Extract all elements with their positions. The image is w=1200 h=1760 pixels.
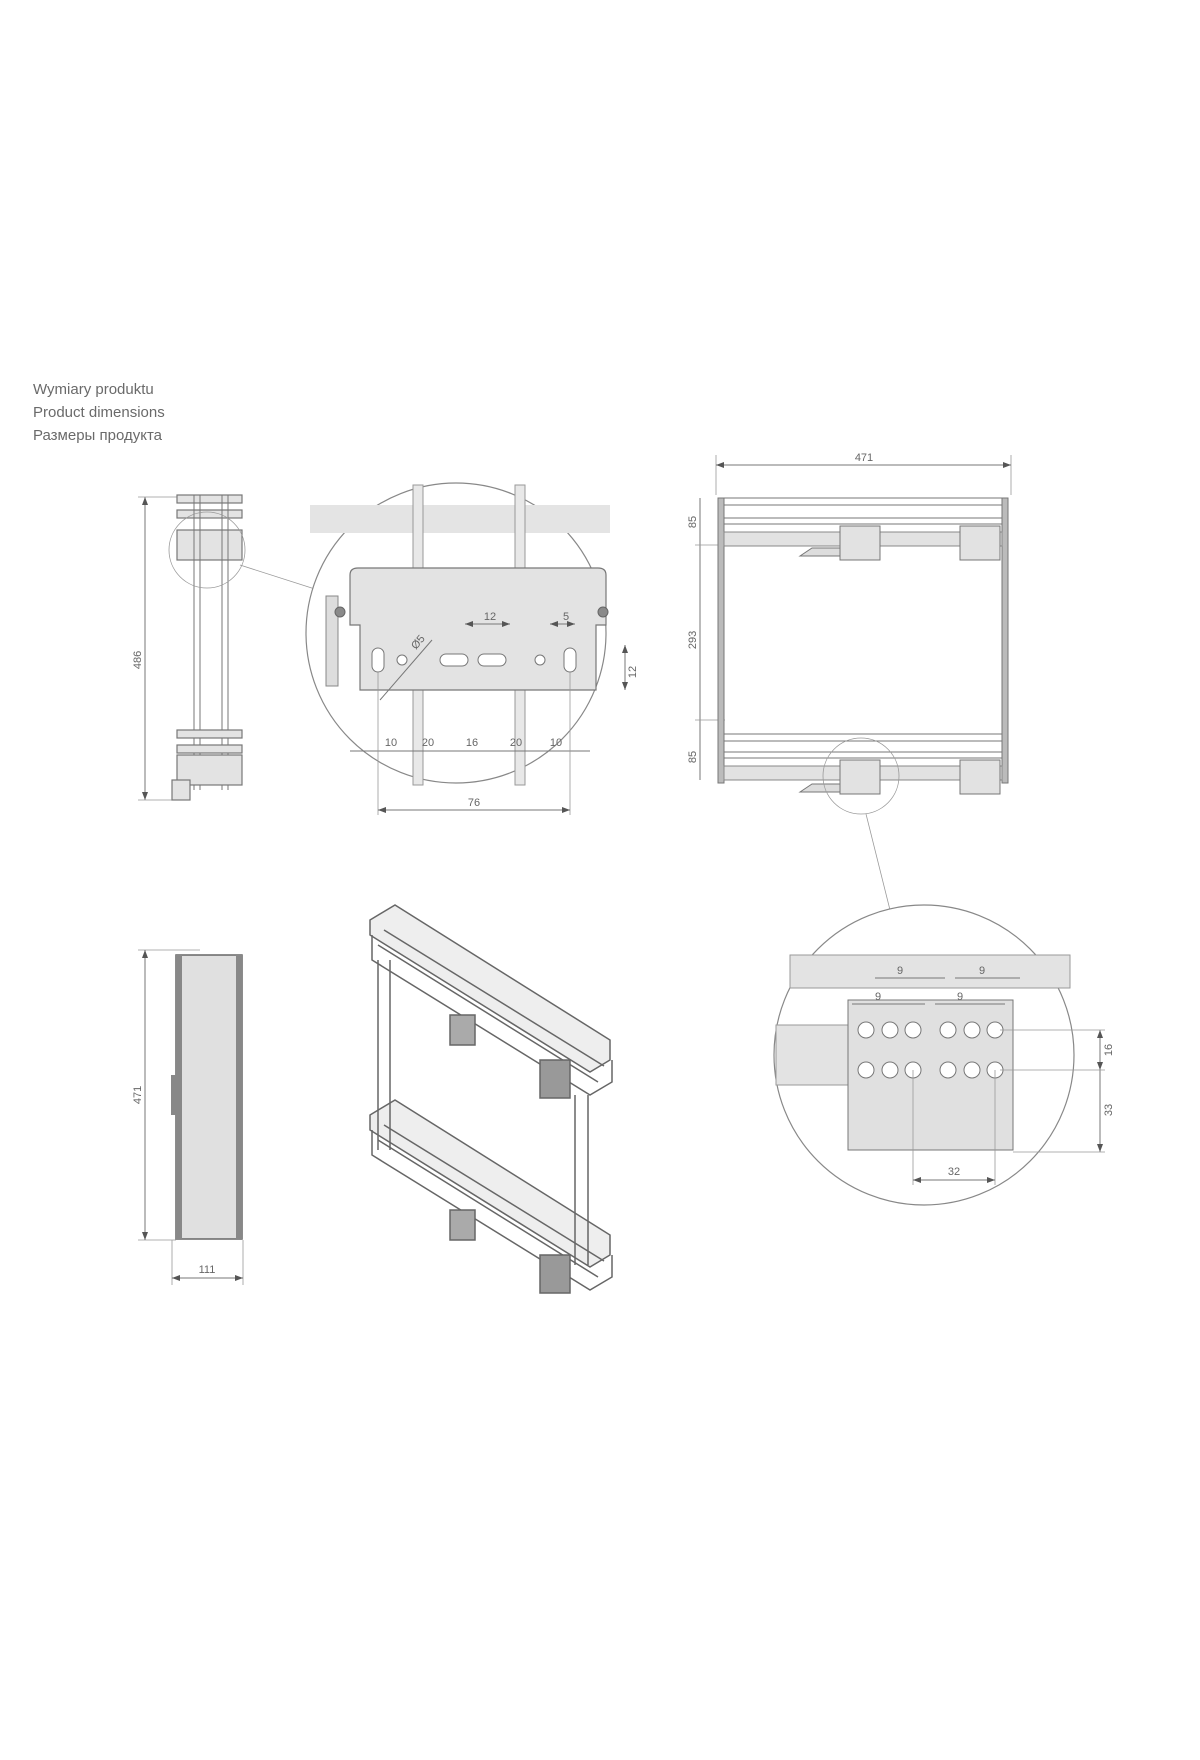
top-width-label: 471	[855, 452, 873, 464]
bottom-dim: 20	[510, 737, 522, 749]
top-view: 471 85 293 85	[687, 452, 1012, 911]
bracket-dim-12: 12	[484, 611, 496, 623]
bottom-dim: 16	[466, 737, 478, 749]
hole-dim-33: 33	[1103, 1104, 1115, 1116]
bottom-dim: 10	[550, 737, 562, 749]
bottom-dim: 20	[422, 737, 434, 749]
bracket-total-width: 76	[468, 797, 480, 809]
hole-dim-9: 9	[979, 965, 985, 977]
holes-detail: 9 9 9 9 16 33 32	[773, 904, 1115, 1206]
hole-dim-9: 9	[957, 991, 963, 1003]
isometric-view	[369, 904, 613, 1294]
top-dim-85: 85	[687, 516, 699, 528]
side-width-label: 111	[199, 1264, 216, 1276]
hole-dim-9: 9	[897, 965, 903, 977]
bottom-dim: 10	[385, 737, 397, 749]
top-dim-293: 293	[687, 631, 699, 649]
heading-polish: Wymiary produktu	[33, 381, 154, 398]
product-dimensions-heading: Wymiary produktu Product dimensions Разм…	[33, 378, 165, 447]
hole-dim-32: 32	[948, 1166, 960, 1178]
side-view: 471 111	[132, 949, 244, 1285]
hole-dim-9: 9	[875, 991, 881, 1003]
bracket-detail: 12 5 Ø5 12 10 20 16 20 10 76	[305, 482, 639, 815]
front-view: 486	[132, 494, 319, 801]
heading-russian: Размеры продукта	[33, 427, 163, 444]
top-dim-85-bottom: 85	[687, 751, 699, 763]
hole-dim-16: 16	[1103, 1044, 1115, 1056]
bracket-vertical-dim: 12	[627, 666, 639, 678]
front-height-label: 486	[132, 651, 144, 669]
heading-english: Product dimensions	[33, 404, 165, 421]
side-height-label: 471	[132, 1086, 144, 1104]
bracket-dim-5: 5	[563, 611, 569, 623]
bracket-bottom-dims: 10 20 16 20 10	[385, 737, 562, 749]
